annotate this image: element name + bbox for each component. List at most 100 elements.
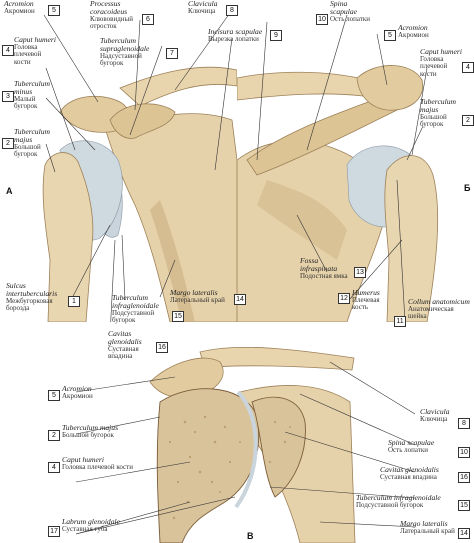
label-russian: Суставная впадина	[108, 344, 139, 361]
label-russian: Головка плечевой кости	[420, 54, 448, 78]
label-number: 16	[156, 342, 168, 353]
label-latin: Cavitas glenoidalis	[108, 329, 142, 346]
label-russian: Анатомическая шейка	[408, 304, 454, 321]
label-cavitas-glenoidalis-a: Cavitas glenoidalis Суставная впадина	[108, 330, 158, 361]
label-russian: Надсуставной бугорок	[100, 51, 142, 68]
label-number: 4	[462, 62, 474, 73]
label-spina-scapulae-b: Spina scapulae Ость лопатки	[330, 0, 374, 23]
label-number: 6	[142, 14, 154, 25]
label-caput-humeri-c: Caput humeri Головка плечевой кости	[62, 456, 133, 471]
label-number: 4	[48, 462, 60, 473]
label-latin: Clavicula	[420, 407, 450, 416]
label-number: 2	[48, 430, 60, 441]
label-number: 4	[2, 45, 14, 56]
label-number: 11	[394, 316, 406, 327]
label-fossa-infraspinata: Fossa infraspinata Подостная ямка	[300, 257, 354, 280]
label-russian: Малый бугорок	[14, 94, 38, 111]
label-latin: Tuberculum majus	[14, 127, 50, 144]
label-latin: Spina scapulae	[330, 0, 357, 16]
label-latin: Tuberculum infraglenoidale	[112, 293, 159, 310]
label-number: 2	[462, 115, 474, 126]
label-latin: Sulcus intertubercularis	[6, 281, 58, 298]
label-humerus: Humerus Плечевая кость	[352, 289, 392, 312]
label-cavitas-glenoidalis-c: Cavitas glenoidalis Суставная впадина	[380, 466, 439, 481]
label-latin: Fossa infraspinata	[300, 256, 338, 273]
label-latin: Caput humeri	[420, 47, 462, 56]
label-margo-lateralis-a: Margo lateralis Латеральный край	[170, 289, 225, 304]
label-tuberculum-majus-b: Tuberculum majus Большой бугорок	[420, 98, 464, 129]
label-latin: Acromion	[398, 23, 428, 32]
panel-b-illustration	[237, 14, 439, 322]
panel-b: Б	[237, 0, 474, 322]
label-latin: Tuberculum majus	[420, 97, 456, 114]
label-russian: Большой бугорок	[14, 142, 41, 159]
label-number: 1	[68, 296, 80, 307]
label-russian: Акромион	[398, 30, 429, 39]
label-russian: Подсуставной бугорок	[112, 308, 155, 325]
label-processus-coracoideus: Processus coracoideus Клювовидный отрост…	[90, 0, 142, 31]
label-russian: Ость лопатки	[330, 14, 371, 23]
label-number: 16	[458, 472, 470, 483]
label-number: 8	[226, 5, 238, 16]
label-tuberculum-supraglenoidale: Tuberculum supraglenoidale Надсуставной …	[100, 37, 166, 68]
label-number: 5	[384, 30, 396, 41]
label-labrum-glenoidale: Labrum glenoidale Суставная губа	[62, 518, 120, 533]
label-margo-lateralis-c: Margo lateralis Латеральный край	[400, 520, 455, 535]
label-latin: Tuberculum majus	[62, 423, 119, 432]
label-number: 2	[2, 138, 14, 149]
label-tuberculum-infraglenoidale-c: Tuberculum infraglenoidale Подсуставной …	[356, 494, 441, 509]
label-latin: Collum anatomicum	[408, 297, 470, 306]
label-latin: Acromion	[62, 384, 92, 393]
label-russian: Плечевая кость	[352, 295, 380, 312]
label-number: 15	[458, 500, 470, 511]
label-russian: Акромион	[62, 391, 93, 400]
panel-c-letter: В	[247, 531, 254, 541]
label-russian: Ключица	[420, 414, 448, 423]
label-russian: Акромион	[4, 6, 35, 15]
label-russian: Латеральный край	[400, 526, 455, 535]
label-number: 7	[166, 48, 178, 59]
panel-b-letter: Б	[464, 183, 471, 193]
label-latin: Caput humeri	[62, 455, 104, 464]
label-russian: Ключица	[188, 6, 216, 15]
label-tuberculum-majus-c: Tuberculum majus Большой бугорок	[62, 424, 118, 439]
label-number: 8	[458, 418, 470, 429]
label-latin: Acromion	[4, 0, 34, 8]
label-latin: Tuberculum minus	[14, 79, 50, 96]
label-number: 13	[354, 267, 366, 278]
label-number: 12	[338, 293, 350, 304]
label-russian: Межбугорковая борозда	[6, 296, 53, 313]
label-russian: Большой бугорок	[420, 112, 447, 129]
label-russian: Латеральный край	[170, 295, 225, 304]
label-number: 15	[172, 311, 184, 322]
label-russian: Головка плечевой кости	[62, 462, 133, 471]
label-tuberculum-infraglenoidale-a: Tuberculum infraglenoidale Подсуставной …	[112, 294, 172, 325]
label-spina-scapulae-c: Spina scapulae Ость лопатки	[388, 439, 434, 454]
label-acromion-b: Acromion Акромион	[398, 24, 429, 39]
label-caput-humeri-b: Caput humeri Головка плечевой кости	[420, 48, 464, 78]
label-latin: Incisura scapulae	[208, 27, 263, 36]
label-latin: Margo lateralis	[170, 288, 218, 297]
label-russian: Суставная впадина	[380, 472, 437, 481]
label-acromion-a: Acromion Акромион	[4, 0, 35, 15]
label-clavicula-c: Clavicula Ключица	[420, 408, 450, 423]
label-number: 14	[234, 294, 246, 305]
label-latin: Processus coracoideus	[90, 0, 128, 16]
label-latin: Caput humeri	[14, 35, 56, 44]
label-number: 10	[458, 447, 470, 458]
label-russian: Подостная ямка	[300, 271, 348, 280]
panel-c: В	[0, 322, 474, 543]
label-number: 10	[316, 14, 328, 25]
label-tuberculum-majus-a: Tuberculum majus Большой бугорок	[14, 128, 58, 159]
label-number: 9	[270, 30, 282, 41]
label-tuberculum-minus-a: Tuberculum minus Малый бугорок	[14, 80, 58, 111]
label-number: 3	[2, 91, 14, 102]
label-acromion-c: Acromion Акромион	[62, 385, 93, 400]
panel-a: А	[0, 0, 237, 322]
label-russian: Головка плечевой кости	[14, 42, 42, 66]
label-latin: Tuberculum infraglenoidale	[356, 493, 441, 502]
label-russian: Суставная губа	[62, 524, 108, 533]
label-clavicula-a: Clavicula Ключица	[188, 0, 218, 15]
label-latin: Spina scapulae	[388, 438, 435, 447]
label-sulcus-intertubercularis: Sulcus intertubercularis Межбугорковая б…	[6, 282, 68, 313]
